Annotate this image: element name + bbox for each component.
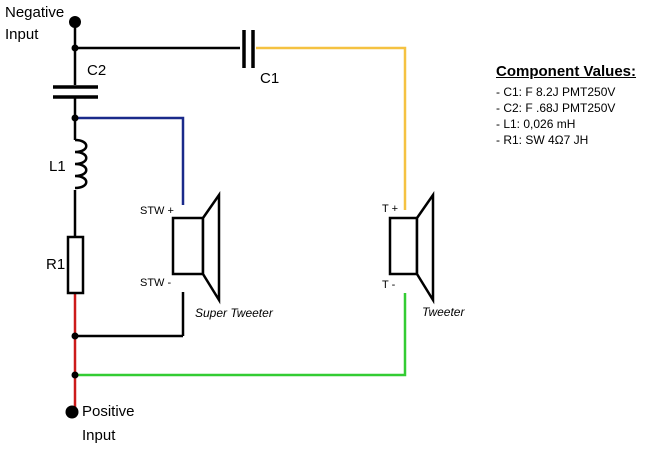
- super-tweeter-speaker-icon: [171, 191, 221, 305]
- stw-minus-label: STW -: [140, 277, 172, 289]
- junction-dot: [71, 114, 79, 122]
- t-plus-label: T +: [382, 203, 399, 215]
- component-values-legend: Component Values: - C1: F 8.2J PMT250V -…: [496, 63, 636, 148]
- l1-label: L1: [49, 158, 66, 175]
- capacitor-c1: [242, 30, 255, 68]
- wire-navy-stw-plus: [75, 116, 185, 205]
- legend-item-l1: - L1: 0,026 mH: [496, 117, 576, 131]
- negative-input-label-line1: Negative: [5, 4, 65, 21]
- legend-item-c1: - C1: F 8.2J PMT250V: [496, 85, 616, 99]
- legend-title: Component Values:: [496, 63, 637, 80]
- super-tweeter-label: Super Tweeter: [195, 306, 273, 320]
- junction-dots: [71, 44, 79, 379]
- tweeter-speaker-icon: [388, 191, 435, 305]
- junction-dot: [71, 332, 79, 340]
- c2-label: C2: [87, 62, 107, 79]
- wire-green-t-minus-to-positive: [75, 293, 407, 377]
- junction-dot: [71, 44, 79, 52]
- positive-terminal: [65, 405, 79, 419]
- legend-item-c2: - C2: F .68J PMT250V: [496, 101, 616, 115]
- legend-list: - C1: F 8.2J PMT250V - C2: F .68J PMT250…: [496, 84, 636, 148]
- stw-plus-label: STW +: [140, 205, 174, 217]
- tweeter-label: Tweeter: [422, 305, 465, 319]
- junction-dot: [71, 371, 79, 379]
- positive-input-label-line2: Input: [82, 427, 116, 444]
- negative-terminal: [69, 16, 81, 28]
- capacitor-c2: [53, 85, 98, 99]
- t-minus-label: T -: [382, 279, 396, 291]
- wire-yellow-c1-to-t-plus: [256, 46, 407, 210]
- negative-input-label-line2: Input: [5, 26, 39, 43]
- resistor-r1: [66, 235, 85, 295]
- r1-label: R1: [46, 256, 66, 273]
- black-wires: [73, 22, 240, 338]
- legend-item-r1: - R1: SW 4Ω7 JH: [496, 133, 589, 147]
- c1-label: C1: [260, 70, 280, 87]
- positive-input-label-line1: Positive: [82, 403, 135, 420]
- inductor-l1: [74, 138, 88, 190]
